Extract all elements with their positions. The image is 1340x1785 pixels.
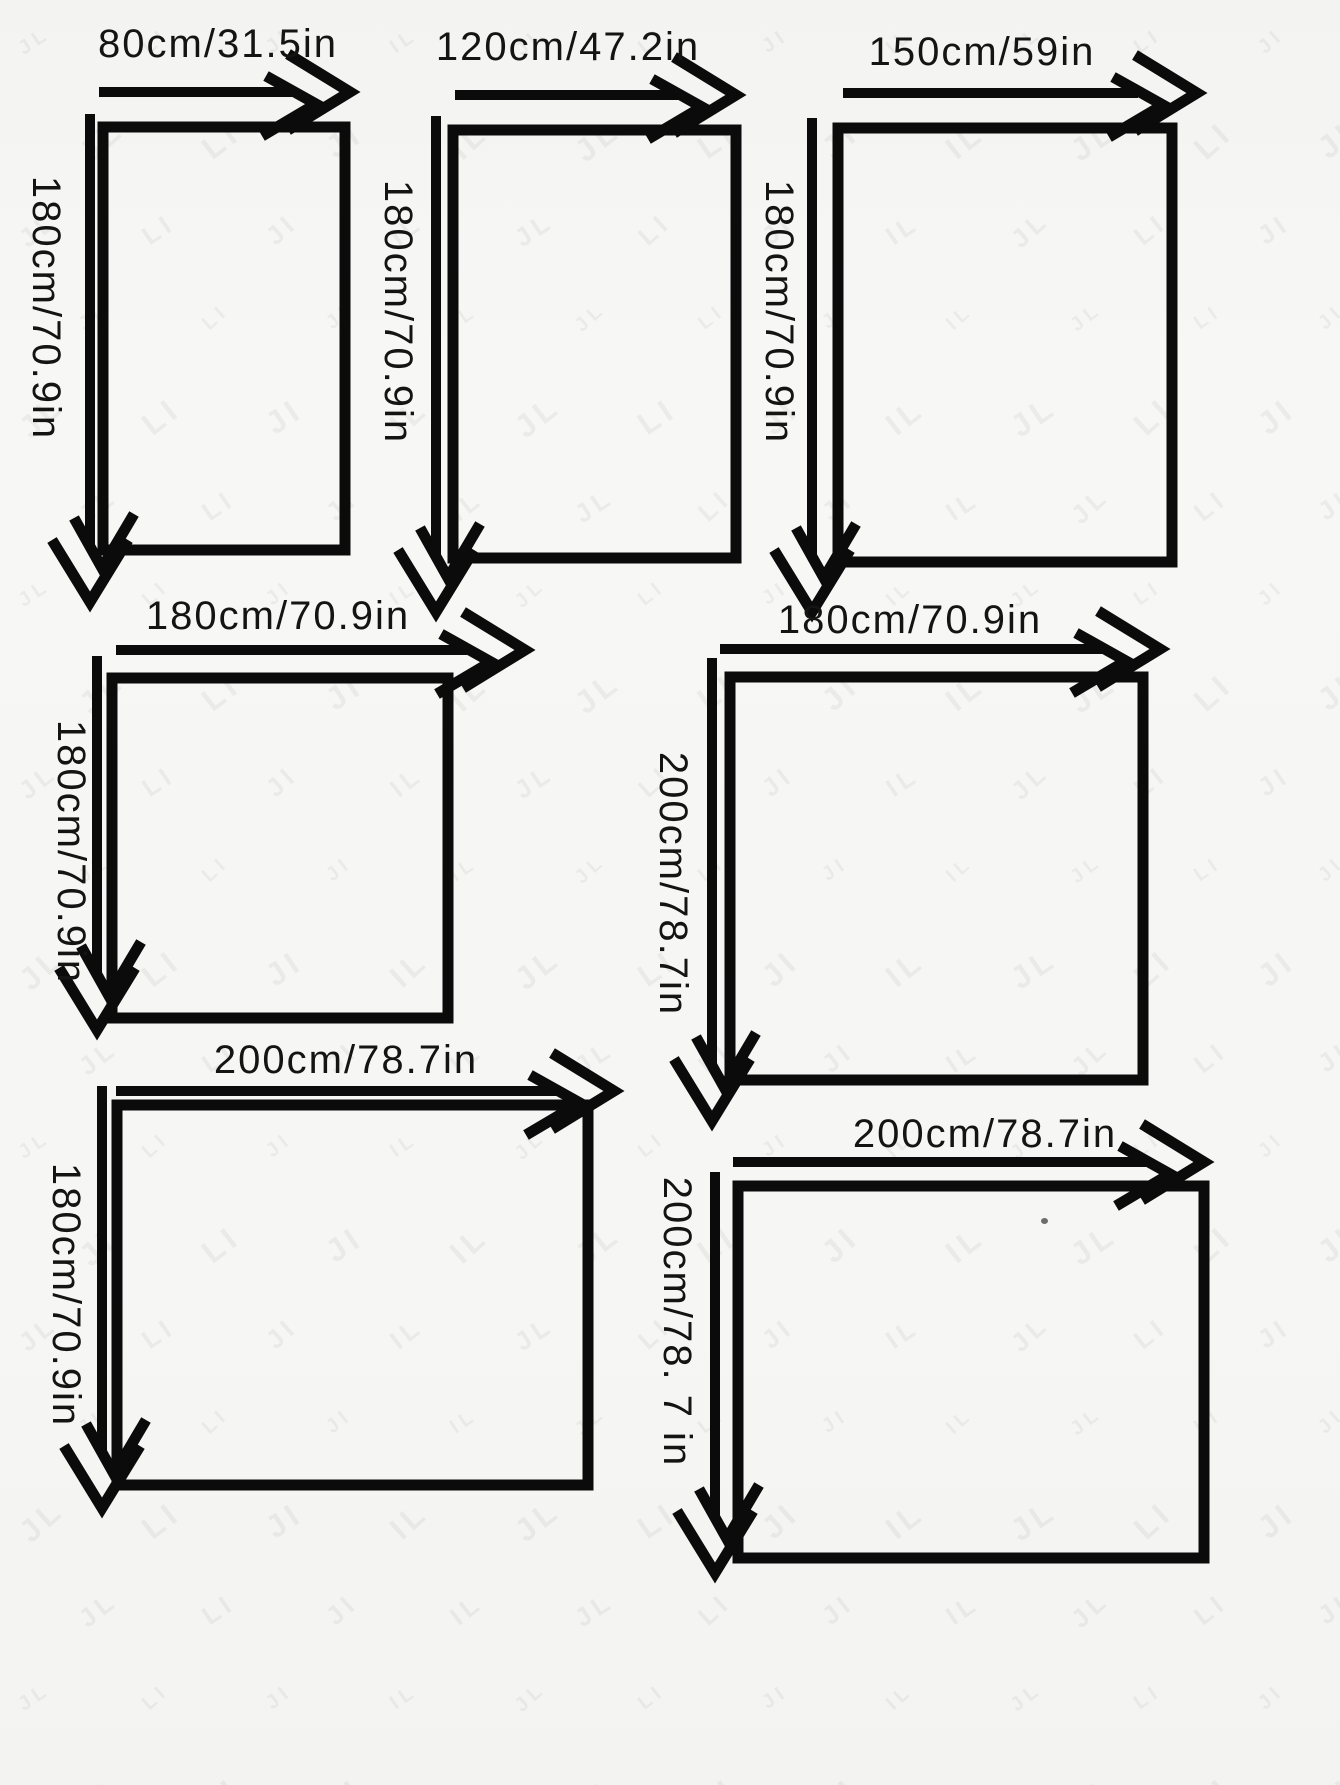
height-dimension-label: 180cm/70.9in bbox=[376, 179, 420, 445]
width-dimension-label: 150cm/59in bbox=[868, 30, 1096, 74]
width-dimension-label: 180cm/70.9in bbox=[777, 598, 1043, 642]
height-dimension-label: 180cm/70.9in bbox=[44, 1162, 88, 1428]
height-dimension-label: 200cm/78.7in bbox=[651, 751, 695, 1017]
figure-shape-200x180 bbox=[59, 1048, 625, 1519]
figure-shape-200x200 bbox=[672, 1119, 1215, 1584]
width-dimension-label: 180cm/70.9in bbox=[145, 594, 411, 638]
width-dimension-label: 200cm/78.7in bbox=[852, 1112, 1118, 1156]
width-dimension-label: 80cm/31.5in bbox=[98, 22, 338, 66]
width-dimension-label: 200cm/78.7in bbox=[213, 1038, 479, 1082]
height-dimension-label: 180cm/70.9in bbox=[49, 719, 93, 985]
dust-speck bbox=[1041, 1218, 1048, 1224]
height-dimension-label: 200cm/78. 7 in bbox=[655, 1176, 699, 1468]
figure-shape-180x200 bbox=[669, 606, 1171, 1132]
height-dimension-label: 180cm/70.9in bbox=[757, 179, 801, 445]
figure-shape-180x180 bbox=[54, 607, 536, 1041]
width-dimension-label: 120cm/47.2in bbox=[435, 25, 701, 69]
figure-shape-120x180 bbox=[393, 52, 747, 623]
height-dimension-label: 180cm/70.9in bbox=[24, 175, 68, 441]
figure-shape-80x180 bbox=[47, 49, 361, 613]
figure-shape-150x180 bbox=[769, 50, 1208, 623]
